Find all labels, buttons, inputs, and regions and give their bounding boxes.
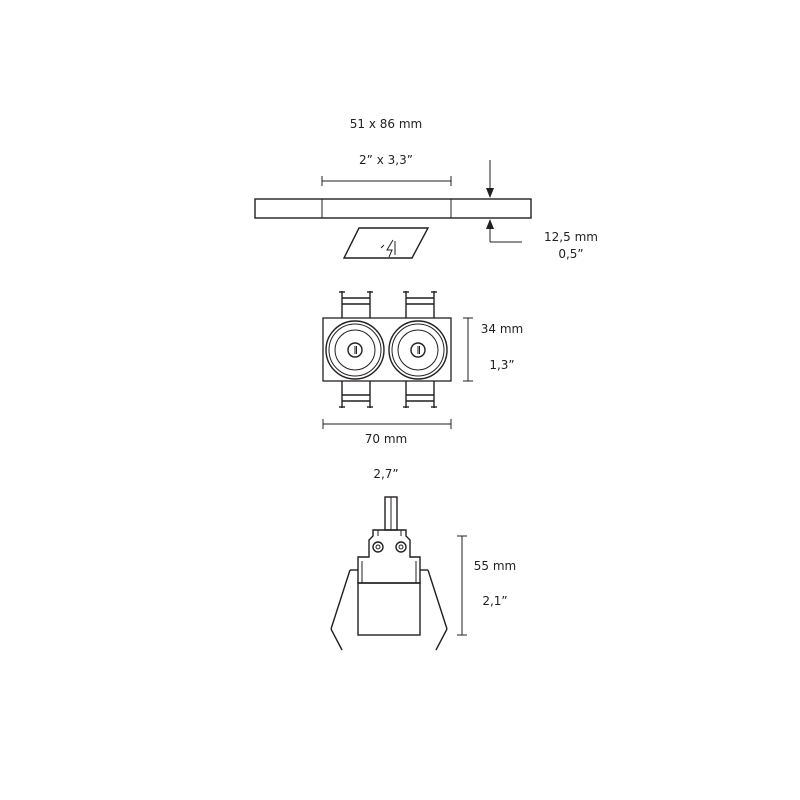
lens-left [347,342,363,358]
side-height-mm-label: 55 mm [474,559,516,573]
fixture-width-in-label: 2,7” [373,467,398,481]
plate-outline [254,198,532,219]
fixture-height-mm-label: 34 mm [481,322,523,336]
top-view: 51 x 86 mm 2” x 3,3” 12,5 mm 0,5” [254,117,598,261]
fixture-upper-body [357,529,421,584]
tool-card [342,227,430,259]
plate-width-dimension [321,176,452,186]
lamp-left [325,320,385,380]
side-height-dimension [457,535,467,636]
fixture-height-dimension [463,317,473,382]
spring-leg-left [330,569,358,651]
screwdriver-icon [380,239,396,258]
plate-thickness-dimension [486,160,522,243]
screw-left [372,541,384,553]
spring-clips-top [339,291,437,318]
plate-thickness-in-label: 0,5” [558,247,583,261]
front-view: 34 mm 1,3” 70 mm 2,7” [322,291,523,481]
lens-right [410,342,426,358]
fixture-housing [322,317,452,382]
spring-leg-right [420,569,448,651]
fixture-width-mm-label: 70 mm [365,432,407,446]
fixture-lower-body [357,582,421,636]
side-height-in-label: 2,1” [482,594,507,608]
terminal-post [384,496,398,531]
spring-clips-bottom [339,381,437,408]
lamp-right [388,320,448,380]
plate-thickness-mm-label: 12,5 mm [544,230,598,244]
plate-size-mm-label: 51 x 86 mm [350,117,422,131]
plate-size-in-label: 2” x 3,3” [359,153,413,167]
side-view: 55 mm 2,1” [330,496,516,651]
fixture-height-in-label: 1,3” [489,358,514,372]
fixture-width-dimension [322,419,452,429]
screw-right [395,541,407,553]
